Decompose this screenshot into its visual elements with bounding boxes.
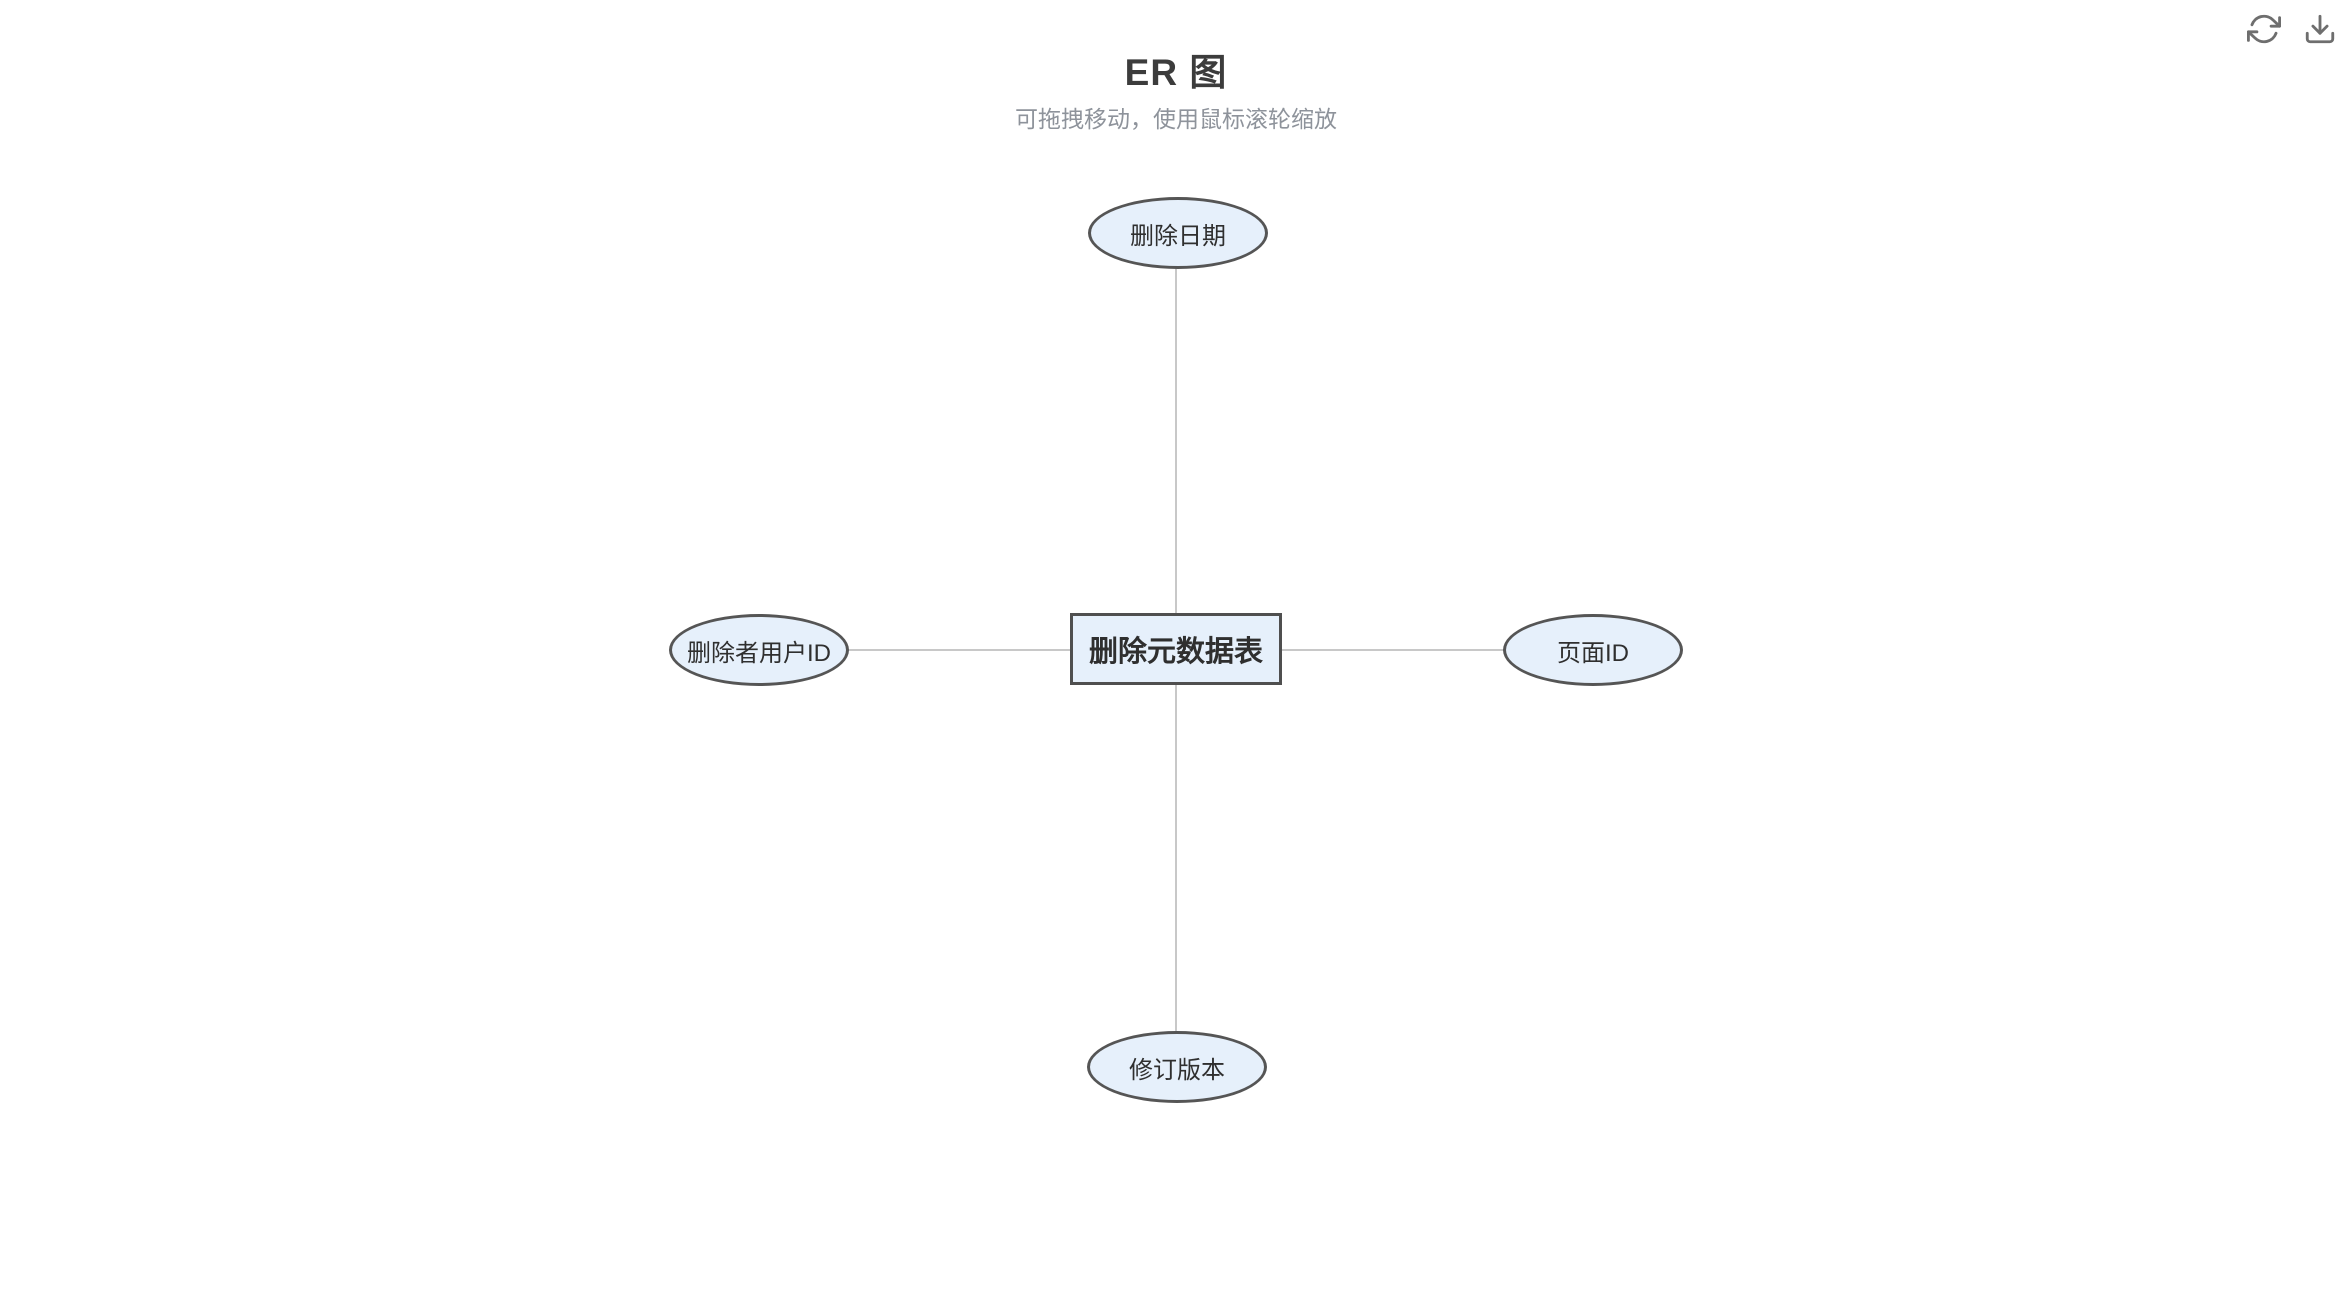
attribute-node-delete-date[interactable]: 删除日期 <box>1088 197 1268 269</box>
toolbar <box>2246 12 2338 48</box>
attribute-label: 页面ID <box>1557 639 1629 667</box>
download-button[interactable] <box>2302 12 2338 48</box>
download-icon <box>2303 12 2337 49</box>
entity-label: 删除元数据表 <box>1088 636 1263 668</box>
attribute-node-page-id[interactable]: 页面ID <box>1503 614 1683 686</box>
attribute-node-revision[interactable]: 修订版本 <box>1087 1031 1267 1103</box>
refresh-icon <box>2247 12 2281 49</box>
page-title: ER 图 <box>1124 52 1228 93</box>
attribute-label: 修订版本 <box>1129 1056 1225 1084</box>
entity-node-delete-metadata-table[interactable]: 删除元数据表 <box>1070 613 1282 685</box>
attribute-node-deleter-user-id[interactable]: 删除者用户ID <box>669 614 849 686</box>
attribute-label: 删除日期 <box>1130 222 1226 250</box>
page-subtitle: 可拖拽移动，使用鼠标滚轮缩放 <box>1015 106 1337 132</box>
refresh-button[interactable] <box>2246 12 2282 48</box>
attribute-label: 删除者用户ID <box>687 639 831 667</box>
